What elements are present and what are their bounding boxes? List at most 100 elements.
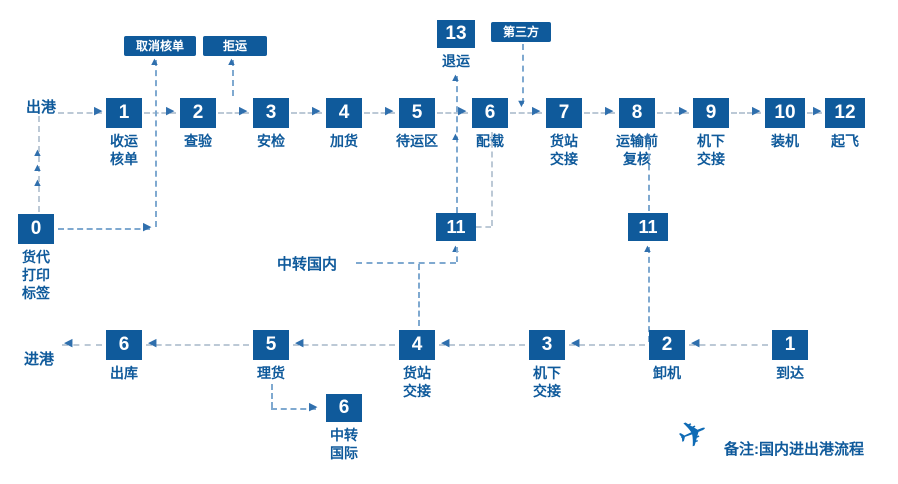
node-arrival: 1 到达 (772, 330, 808, 381)
arrow-right-icon: ▶ (309, 401, 318, 413)
node-number: 11 (436, 213, 476, 241)
node-takeoff: 12 起飞 (825, 98, 865, 149)
arrow-right-icon: ▶ (143, 221, 152, 233)
connector-line (569, 344, 645, 346)
arrow-right-icon: ▶ (679, 105, 688, 117)
node-load-planning: 6 配载 (472, 98, 508, 149)
connector-line (439, 344, 525, 346)
connector-line (293, 344, 395, 346)
connector-line (648, 134, 650, 211)
node-receive-check: 1 收运 核单 (106, 98, 142, 167)
node-label: 待运区 (396, 133, 438, 149)
node-label: 查验 (184, 133, 212, 149)
node-transfer-a: 11 (436, 213, 476, 241)
node-label: 加货 (330, 133, 358, 149)
node-number: 8 (619, 98, 655, 128)
node-number: 10 (765, 98, 805, 128)
node-tally: 5 理货 (253, 330, 289, 381)
reject-transport-tag: 拒运 (203, 36, 268, 56)
third-party-tag: 第三方 (491, 22, 552, 42)
connector-line (291, 112, 322, 114)
node-number: 0 (18, 214, 54, 244)
arrow-left-icon: ◀ (691, 337, 700, 349)
connector-line (146, 344, 249, 346)
node-under-aircraft-handover-arrival: 3 机下 交接 (529, 330, 565, 399)
node-number: 4 (326, 98, 362, 128)
connector-line (364, 112, 395, 114)
connector-line (456, 76, 458, 213)
connector-line (38, 116, 40, 212)
node-number: 13 (437, 20, 475, 48)
connector-line (418, 264, 420, 326)
connector-line (58, 228, 150, 230)
arrow-right-icon: ▶ (458, 105, 467, 117)
note-text: 备注:国内进出港流程 (724, 441, 864, 458)
connector-line (271, 384, 273, 408)
arrow-right-icon: ▶ (312, 105, 321, 117)
node-number: 5 (253, 330, 289, 360)
node-number: 3 (529, 330, 565, 360)
node-label: 安检 (257, 133, 285, 149)
connector-line (689, 344, 768, 346)
node-label: 理货 (257, 365, 285, 381)
domestic-transfer-label: 中转国内 (277, 256, 338, 273)
connector-line (522, 44, 524, 104)
connector-line (155, 60, 157, 227)
connector-line (657, 112, 689, 114)
node-number: 6 (106, 330, 142, 360)
arrow-left-icon: ◀ (64, 337, 73, 349)
node-number: 2 (649, 330, 685, 360)
connector-line (584, 112, 615, 114)
node-label: 货站 交接 (550, 133, 578, 167)
node-label: 配载 (476, 133, 504, 149)
arrow-up-icon: ▲ (450, 131, 461, 143)
arrow-right-icon: ▶ (532, 105, 541, 117)
node-label: 运输前 复核 (616, 133, 658, 167)
node-under-aircraft-handover: 9 机下 交接 (693, 98, 729, 167)
arrival-section-label: 进港 (24, 351, 55, 368)
arrow-down-icon: ▼ (516, 98, 527, 110)
node-label: 起飞 (831, 133, 859, 149)
node-aircraft-loading: 10 装机 (765, 98, 805, 149)
node-label: 收运 核单 (110, 133, 138, 167)
node-label: 货代 打印 标签 (22, 249, 50, 301)
node-transfer-b: 11 (628, 213, 668, 241)
node-return-shipment: 13 退运 (437, 20, 475, 69)
node-number: 1 (106, 98, 142, 128)
connector-line (62, 344, 102, 346)
connector-line (476, 226, 491, 228)
connector-line (232, 60, 234, 96)
cancel-check-tag: 取消核单 (124, 36, 197, 56)
arrow-up-icon: ▲ (32, 147, 43, 159)
connector-line (356, 262, 456, 264)
arrow-right-icon: ▶ (813, 105, 822, 117)
node-pretransport-recheck: 8 运输前 复核 (616, 98, 658, 167)
node-label: 装机 (771, 133, 799, 149)
node-inspection: 2 查验 (180, 98, 216, 149)
node-international-transfer: 6 中转 国际 (326, 394, 362, 461)
node-waiting-area: 5 待运区 (396, 98, 438, 149)
node-number: 5 (399, 98, 435, 128)
connector-line (437, 112, 468, 114)
airplane-icon: ✈ (671, 408, 715, 459)
node-label: 退运 (442, 53, 470, 69)
arrow-right-icon: ▶ (94, 105, 103, 117)
arrow-left-icon: ◀ (295, 337, 304, 349)
arrow-up-icon: ▲ (450, 72, 461, 84)
connector-line (58, 112, 102, 114)
node-cargo-station-handover-arrival: 4 货站 交接 (399, 330, 435, 399)
connector-line (456, 247, 458, 262)
connector-line (731, 112, 761, 114)
node-add-cargo: 4 加货 (326, 98, 362, 149)
connector-line (271, 408, 316, 410)
node-security-check: 3 安检 (253, 98, 289, 149)
arrow-left-icon: ◀ (148, 337, 157, 349)
arrow-right-icon: ▶ (166, 105, 175, 117)
node-number: 6 (326, 394, 362, 422)
connector-line (218, 112, 249, 114)
node-unloading: 2 卸机 (649, 330, 685, 381)
node-label: 机下 交接 (533, 365, 561, 399)
node-cargo-station-handover: 7 货站 交接 (546, 98, 582, 167)
node-warehouse-out: 6 出库 (106, 330, 142, 381)
